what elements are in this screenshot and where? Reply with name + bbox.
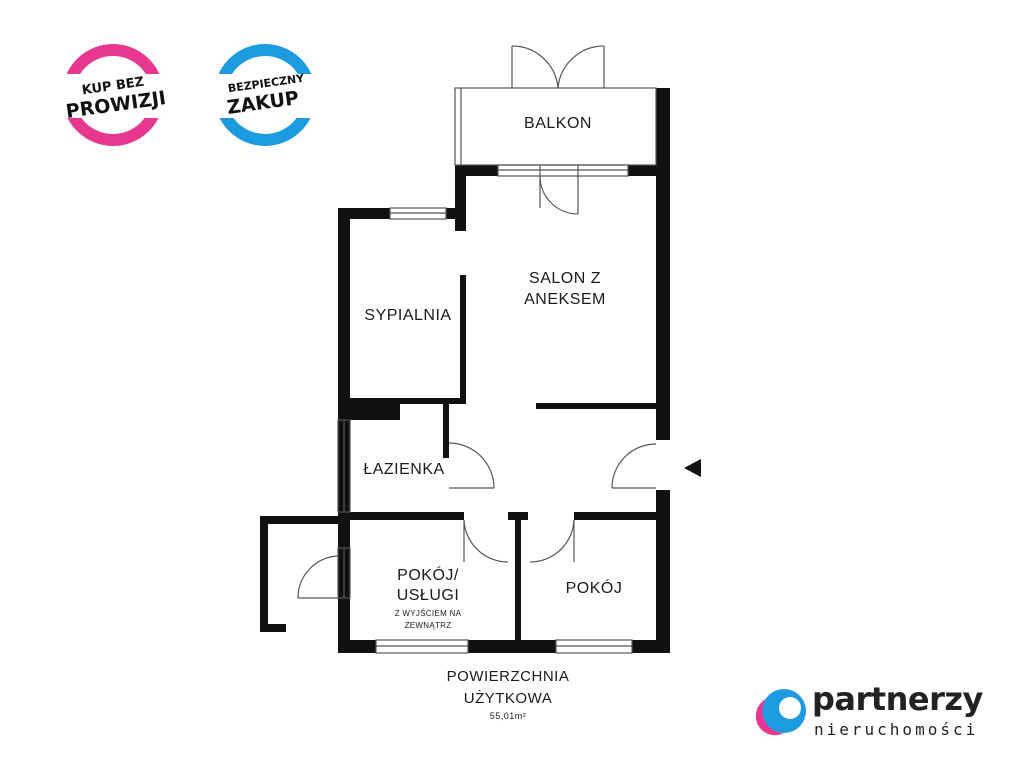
room-label-pokoj-uslugi-line2: USŁUGI [396, 587, 460, 604]
wall-bath-right [443, 398, 449, 458]
entrance-arrow-icon [684, 459, 701, 477]
room-label-lazienka: ŁAZIENKA [363, 461, 445, 478]
wall-bottom-mid [468, 640, 556, 653]
wall-outside-top [260, 516, 340, 524]
room-label-salon-line2: ANEKSEM [524, 291, 606, 308]
walls [260, 88, 670, 653]
partnerzy-logo-icon [755, 689, 806, 736]
wall-bottom-right [632, 640, 670, 653]
wall-outside-foot [260, 624, 286, 632]
logo-name: partnerzy [812, 680, 983, 718]
wall-bedroom-right [460, 275, 466, 399]
logo-subtitle: nieruchomości [814, 720, 979, 739]
wall-salon-top-right [628, 165, 670, 176]
room-note-line1: Z WYJŚCIEM NA [394, 609, 462, 618]
wall-right-upper [656, 88, 670, 440]
room-label-pokoj: POKÓJ [565, 580, 623, 597]
thin-lines [297, 45, 657, 654]
wall-lower-left [338, 512, 464, 520]
room-label-balkon: BALKON [524, 115, 592, 132]
wall-salon-left-upper [455, 165, 466, 231]
room-label-pokoj-uslugi-line1: POKÓJ/ [397, 567, 459, 584]
wall-salon-divider [536, 403, 656, 409]
room-label-sypialnia: SYPIALNIA [364, 307, 452, 324]
badge-commission-ring [52, 44, 176, 146]
wall-lower-right [574, 512, 670, 520]
room-note-line2: ZEWNĄTRZ [404, 621, 452, 630]
wall-left-bedroom [338, 208, 350, 518]
badge-safe-ring [204, 44, 328, 146]
area-title-line2: UŻYTKOWA [463, 690, 553, 707]
area-value: 55,01m² [489, 711, 527, 721]
wall-lower-divider [515, 512, 521, 652]
wall-right-lower [656, 490, 670, 653]
wall-top-bedroom-left [338, 208, 390, 219]
area-title-line1: POWIERZCHNIA [446, 668, 570, 685]
wall-bath-top [350, 398, 466, 404]
room-label-salon-line1: SALON Z [529, 270, 601, 287]
wall-salon-top-left [455, 165, 498, 176]
wall-outside-left [260, 516, 268, 632]
